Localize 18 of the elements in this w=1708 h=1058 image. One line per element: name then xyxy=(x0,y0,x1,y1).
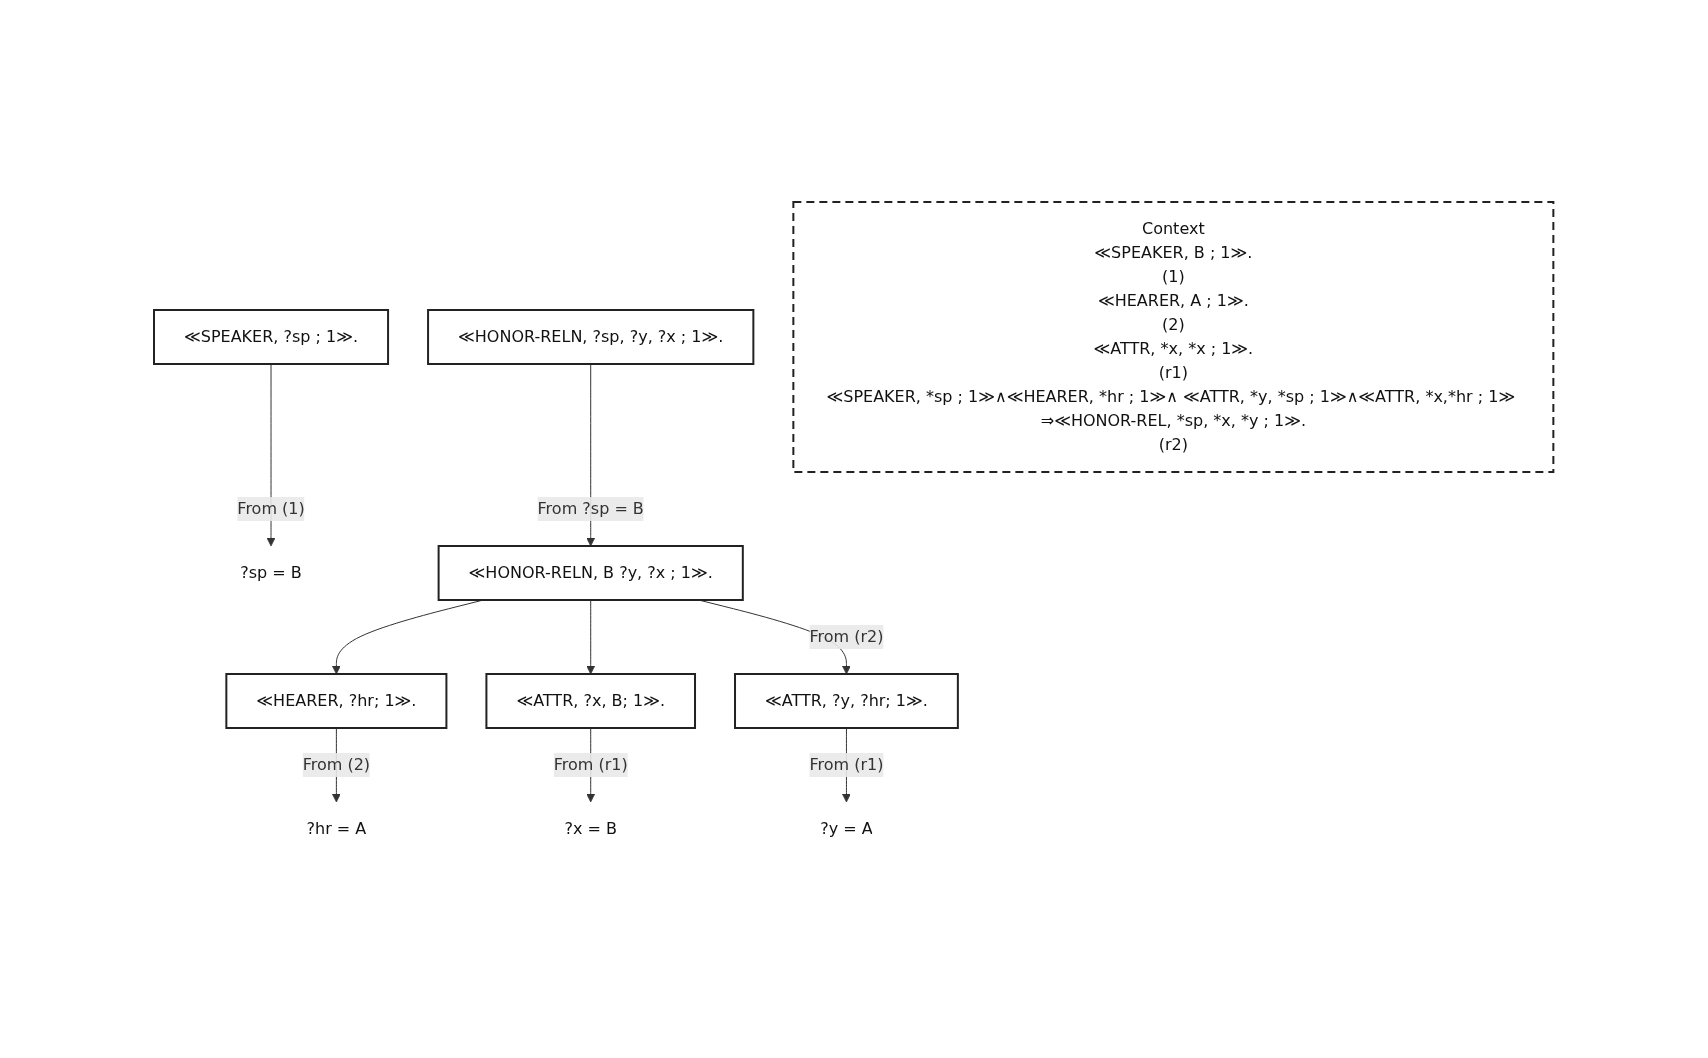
node-box: Context ≪SPEAKER, B ; 1≫. (1) ≪HEARER, A ; 1≫. (2) ≪ATTR, *x, *x ; 1≫. (r1) ≪SPEAKER, *sp ; 1≫∧≪HEARER, *hr ; 1≫∧ ≪ATTR, *y, *sp ; 1≫∧≪ATTR, *x,*hr ; 1≫ ⇒≪HONOR-REL, *sp, *x, *y ; 1≫. (r2) xyxy=(792,201,1555,473)
edge-label: From (r1) xyxy=(809,755,884,774)
node-box: ≪HONOR-RELN, ?sp, ?y, ?x ; 1≫. xyxy=(427,309,755,365)
edge-label: From (1) xyxy=(237,499,306,518)
edge-label: From (r2) xyxy=(809,627,884,646)
node-box: ≪ATTR, ?y, ?hr; 1≫. xyxy=(734,673,960,729)
node-box: ≪HEARER, ?hr; 1≫. xyxy=(225,673,448,729)
node-box: ≪ATTR, ?x, B; 1≫. xyxy=(485,673,697,729)
node-text: ?x = B xyxy=(564,819,618,838)
edge-label: From ?sp = B xyxy=(537,499,645,518)
arrow xyxy=(586,599,596,675)
edge-label: From (2) xyxy=(302,755,371,774)
edge-label: From (r1) xyxy=(554,755,629,774)
node-text: ?sp = B xyxy=(240,563,303,582)
node-text: ?y = A xyxy=(820,819,873,838)
node-box: ≪HONOR-RELN, B ?y, ?x ; 1≫. xyxy=(437,545,745,601)
node-text: ?hr = A xyxy=(306,819,367,838)
node-box: ≪SPEAKER, ?sp ; 1≫. xyxy=(153,309,390,365)
